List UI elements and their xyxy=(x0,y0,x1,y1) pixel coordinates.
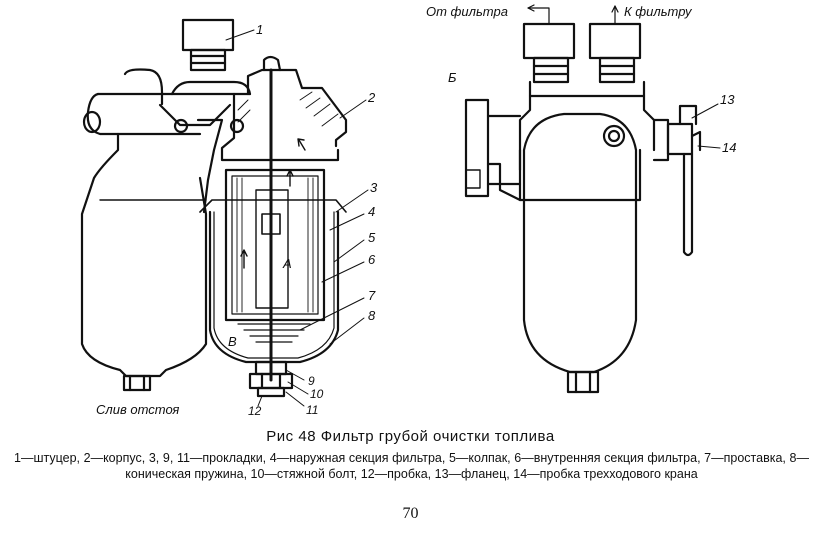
callout-11: 11 xyxy=(306,403,318,417)
callout-12: 12 xyxy=(248,404,262,418)
conical-spring xyxy=(237,323,311,343)
callout-13: 13 xyxy=(720,92,735,107)
callout-4: 4 xyxy=(368,204,375,219)
figure-caption-title: Рис 48 Фильтр грубой очистки топлива xyxy=(266,428,555,445)
callout-9: 9 xyxy=(308,374,315,388)
outer-filter-section xyxy=(224,168,326,322)
callout-1: 1 xyxy=(256,22,263,37)
callout-7: 7 xyxy=(368,288,376,303)
right-bowl xyxy=(522,112,638,374)
right-filter-view xyxy=(464,4,702,394)
fitting-nut xyxy=(181,18,235,52)
callout-14: 14 xyxy=(722,140,736,155)
inner-filter-section xyxy=(255,189,289,309)
page-number: 70 xyxy=(402,505,419,522)
to-filter-label: К фильтру xyxy=(624,4,693,19)
right-drain-plug xyxy=(566,370,600,394)
callout-8: 8 xyxy=(368,308,376,323)
valve-flange xyxy=(666,122,694,156)
drain-plug xyxy=(122,374,152,392)
figure-caption-legend: 1—штуцер, 2—корпус, 3, 9, 11—прокладки, … xyxy=(14,451,809,481)
callout-5: 5 xyxy=(368,230,376,245)
callout-3: 3 xyxy=(370,180,378,195)
callout-2: 2 xyxy=(367,90,376,105)
housing-section xyxy=(246,68,348,148)
inlet-fitting xyxy=(588,22,642,60)
right-leader-lines xyxy=(691,103,721,149)
left-bowl-outline xyxy=(80,92,208,378)
from-filter-label: От фильтра xyxy=(426,4,508,19)
fuel-filter-drawing: 1 2 3 4 5 6 7 8 9 10 11 12 13 14 Слив от… xyxy=(80,4,736,418)
chamber-b-label: В xyxy=(228,334,237,349)
flange-b-label: Б xyxy=(448,70,457,85)
valve-handle xyxy=(682,152,694,257)
left-leader-lines xyxy=(225,29,369,407)
callout-10: 10 xyxy=(310,387,324,401)
drain-label: Слив отстоя xyxy=(96,402,179,417)
callout-labels: 1 2 3 4 5 6 7 8 9 10 11 12 13 14 Слив от… xyxy=(96,4,736,418)
callout-6: 6 xyxy=(368,252,376,267)
bottom-plug xyxy=(256,386,286,398)
left-filter-view xyxy=(80,18,348,398)
side-flange xyxy=(464,98,490,198)
outlet-fitting xyxy=(522,22,576,60)
chamber-a-label: А xyxy=(282,256,292,271)
